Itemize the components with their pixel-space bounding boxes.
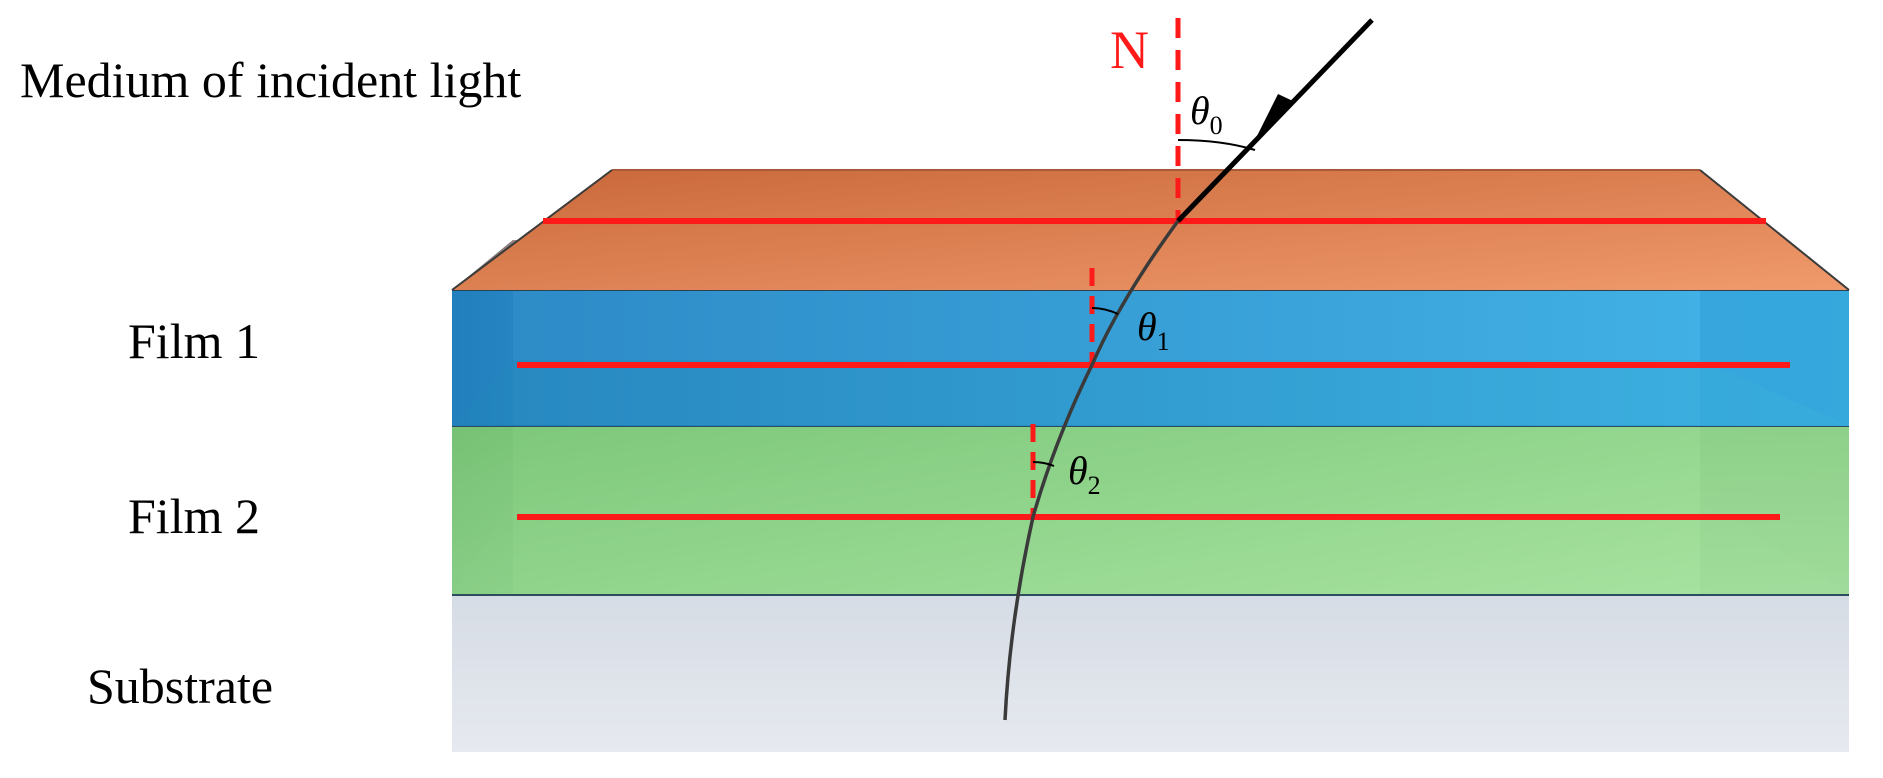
angle-arc-theta0 <box>1177 139 1256 151</box>
incident-medium-label: Medium of incident light <box>20 52 521 108</box>
normals <box>1030 18 1181 517</box>
incident-medium-layer <box>451 169 1850 291</box>
film1-slab <box>452 290 1849 426</box>
incident-top-plane <box>452 170 1849 290</box>
theta1-symbol: θ <box>1137 304 1157 349</box>
film2-slab <box>452 360 1849 595</box>
theta2-symbol: θ <box>1068 448 1088 493</box>
normal-label: N <box>1110 20 1149 80</box>
interface-lines <box>517 218 1790 520</box>
ray-arrow-icon <box>1255 94 1295 140</box>
film2-label: Film 2 <box>128 488 260 544</box>
theta1-subscript: 1 <box>1157 327 1170 356</box>
theta0-subscript: 0 <box>1210 111 1223 140</box>
angle-arc-theta1 <box>1091 307 1119 315</box>
theta1-label: θ1 <box>1137 304 1170 356</box>
light-ray <box>1003 18 1374 721</box>
refracted-ray-segment <box>1003 219 1180 721</box>
substrate-face <box>452 595 1849 752</box>
incident-right-edge <box>1699 169 1850 291</box>
theta2-label: θ2 <box>1068 448 1101 500</box>
angle-arcs <box>1032 139 1256 467</box>
substrate-label: Substrate <box>87 658 273 714</box>
incident-left-edge <box>451 169 613 291</box>
theta0-label: θ0 <box>1190 88 1223 140</box>
film1-label: Film 1 <box>128 313 260 369</box>
angle-arc-theta2 <box>1032 461 1055 467</box>
theta0-symbol: θ <box>1190 88 1210 133</box>
theta2-subscript: 2 <box>1088 471 1101 500</box>
